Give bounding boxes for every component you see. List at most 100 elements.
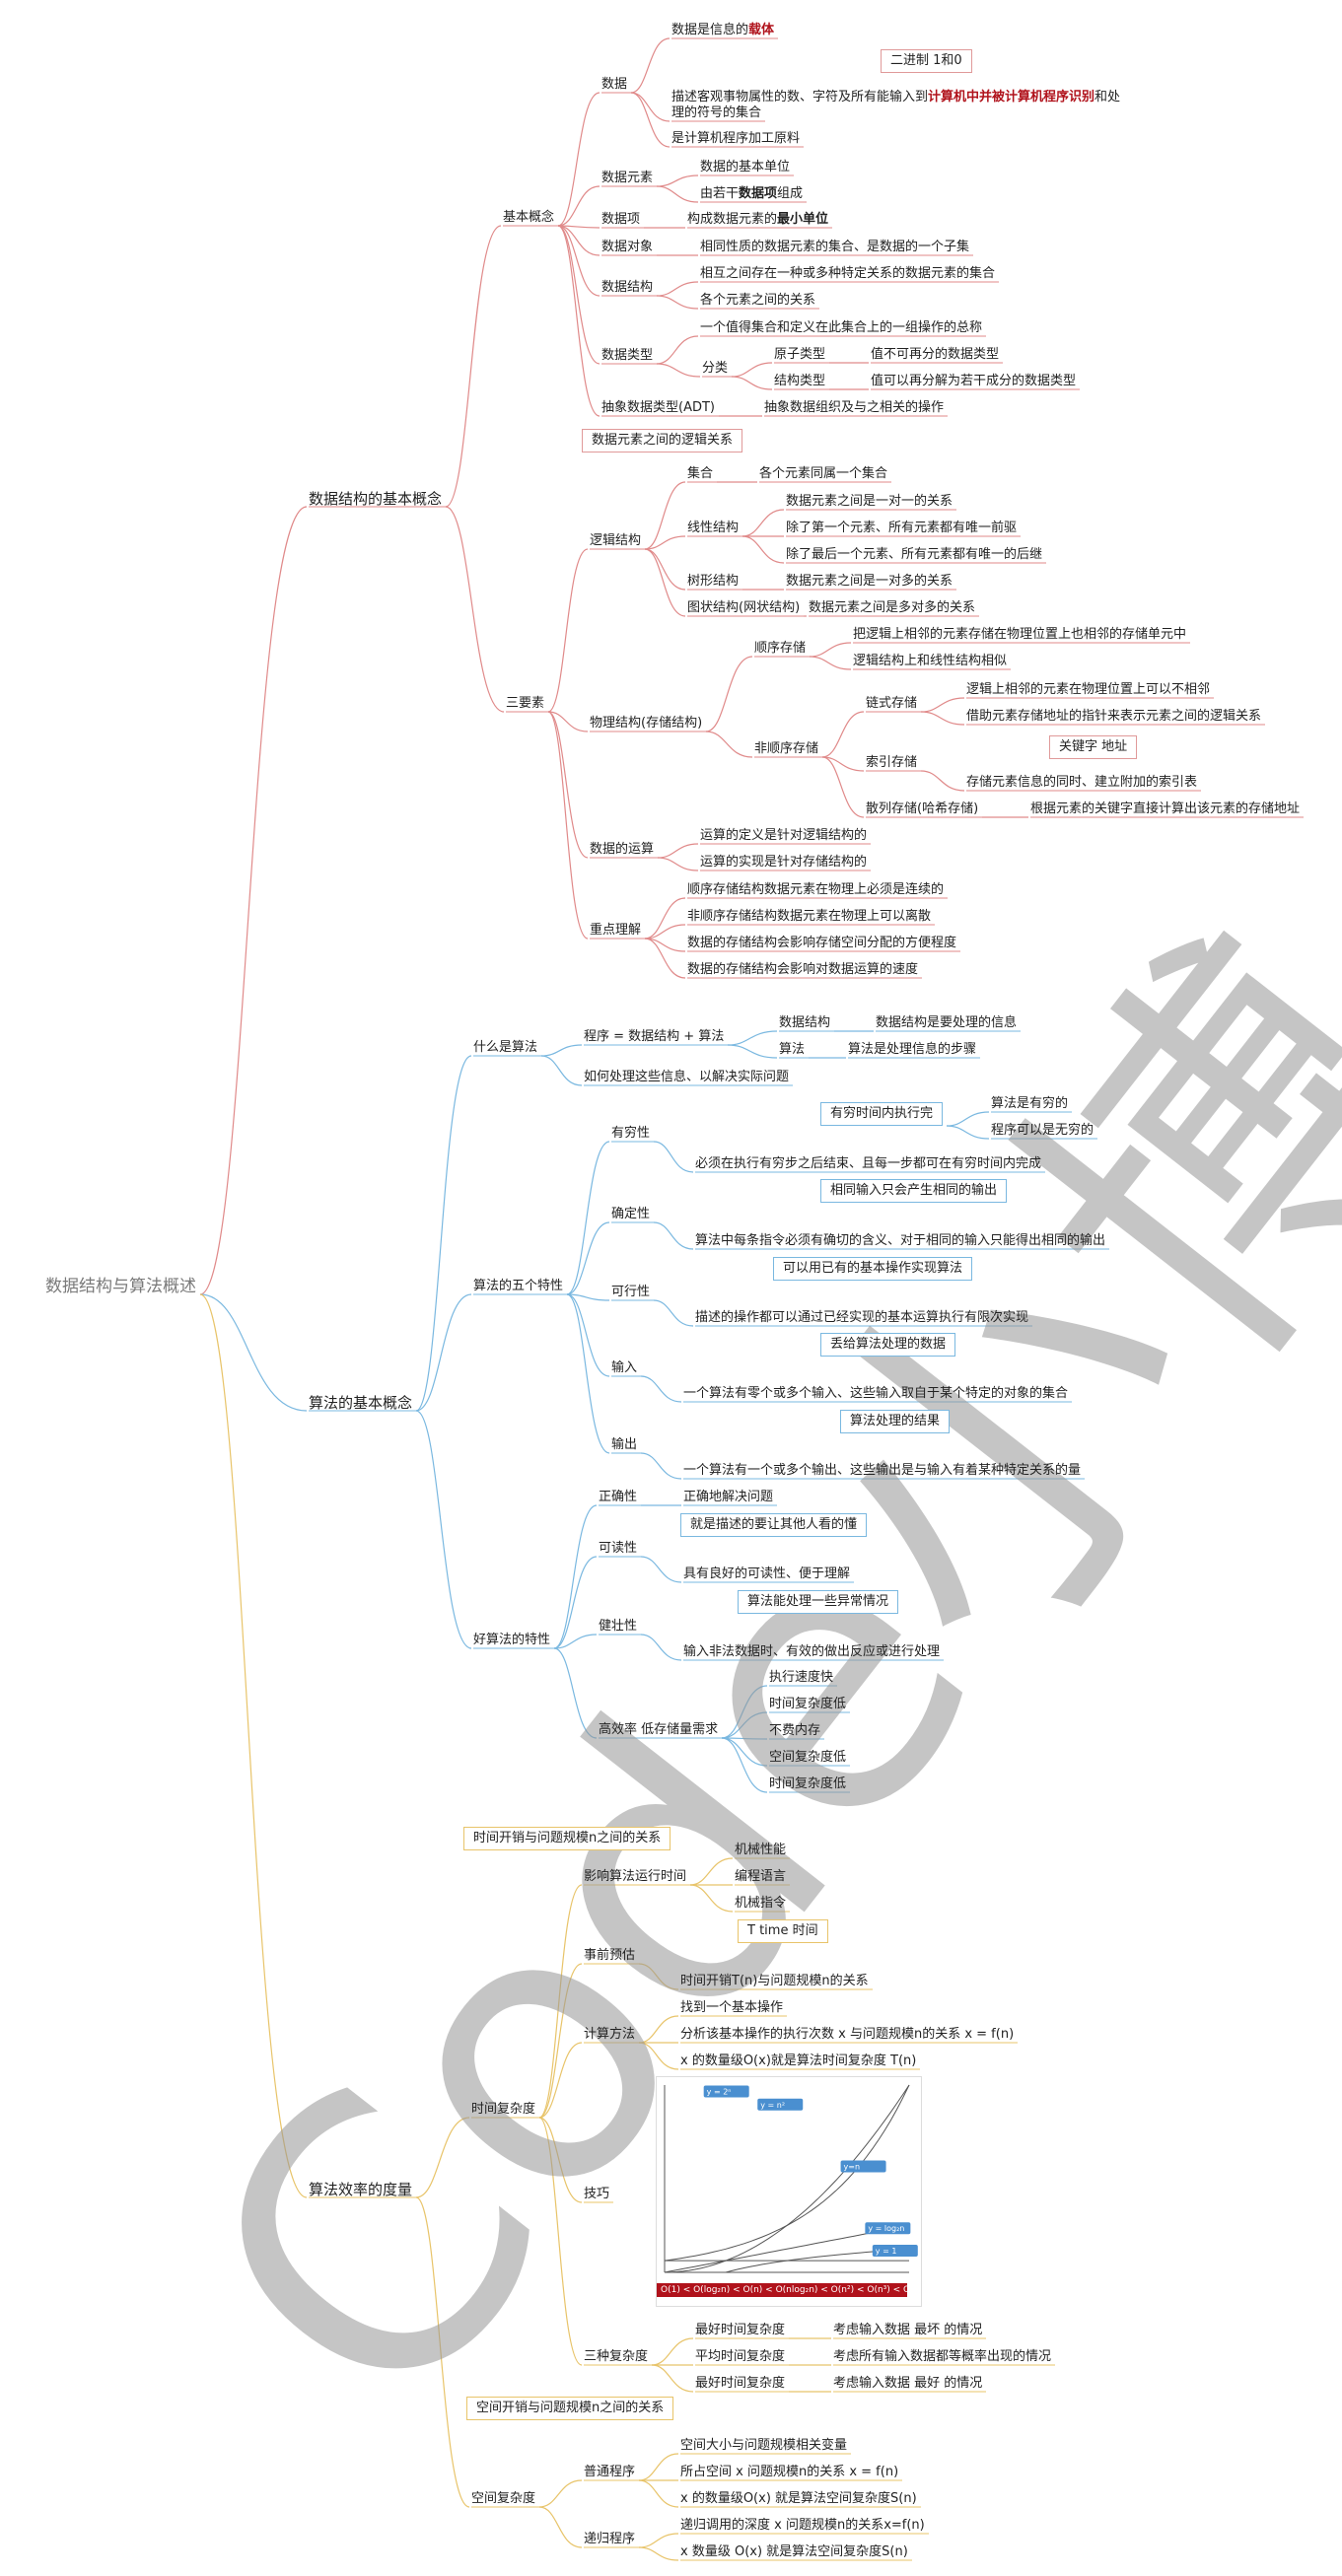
s1-title[interactable]: 数据结构的基本概念 [309, 490, 443, 508]
linked-storage[interactable]: 链式存储 [866, 696, 918, 711]
elem-items[interactable]: 由若干数据项组成 [700, 186, 804, 201]
non-sequential-storage[interactable]: 非顺序存储 [754, 741, 819, 756]
key-2[interactable]: 非顺序存储结构数据元素在物理上可以离散 [687, 909, 932, 924]
output-box[interactable]: 算法处理的结果 [840, 1410, 951, 1433]
data-raw-material[interactable]: 是计算机程序加工原料 [671, 131, 801, 146]
linear-structure[interactable]: 线性结构 [687, 521, 740, 535]
program-equation[interactable]: 程序 = 数据结构 + 算法 [584, 1029, 725, 1044]
normal-2[interactable]: 所占空间 x 问题规模n的关系 x = f(n) [680, 2465, 899, 2479]
how-to-solve[interactable]: 如何处理这些信息、以解决实际问题 [584, 1070, 790, 1084]
node-type[interactable]: 数据类型 [601, 348, 654, 363]
key-4[interactable]: 数据的存储结构会影响对数据运算的速度 [687, 962, 919, 977]
calc-2[interactable]: 分析该基本操作的执行次数 x 与问题规模n的关系 x = f(n) [680, 2027, 1015, 2042]
determinism[interactable]: 确定性 [611, 1207, 651, 1221]
five-properties[interactable]: 算法的五个特性 [473, 1279, 564, 1293]
output[interactable]: 输出 [611, 1437, 638, 1452]
normal-3[interactable]: x 的数量级O(x) 就是算法空间复杂度S(n) [680, 2491, 917, 2506]
binary-box[interactable]: 二进制 1和0 [881, 49, 972, 73]
pre-estimate-def[interactable]: 时间开销T(n)与问题规模n的关系 [680, 1974, 869, 1988]
set-def[interactable]: 各个元素同属一个集合 [759, 466, 888, 481]
readability[interactable]: 可读性 [599, 1541, 638, 1556]
composite-type-def[interactable]: 值可以再分解为若干成分的数据类型 [871, 374, 1077, 388]
input-def[interactable]: 一个算法有零个或多个输入、这些输入取自于某个特定的对象的集合 [683, 1386, 1069, 1401]
ds-node[interactable]: 数据结构 [779, 1015, 831, 1030]
normal-program[interactable]: 普通程序 [584, 2465, 636, 2479]
eff-1[interactable]: 执行速度快 [769, 1670, 834, 1685]
basic-concepts[interactable]: 基本概念 [503, 210, 555, 225]
calc-3[interactable]: x 的数量级O(x)就是算法时间复杂度 T(n) [680, 2054, 917, 2068]
pre-estimate[interactable]: 事前预估 [584, 1948, 636, 1963]
hash-storage[interactable]: 散列存储(哈希存储) [866, 801, 979, 816]
sequential-storage[interactable]: 顺序存储 [754, 641, 807, 656]
linear-1[interactable]: 数据元素之间是一对一的关系 [786, 494, 954, 509]
best-case[interactable]: 最好时间复杂度 [695, 2323, 786, 2337]
eff-5[interactable]: 时间复杂度低 [769, 1776, 847, 1791]
index-def[interactable]: 存储元素信息的同时、建立附加的索引表 [966, 775, 1198, 790]
node-structure[interactable]: 数据结构 [601, 280, 654, 295]
ds-def[interactable]: 数据结构是要处理的信息 [876, 1015, 1018, 1030]
key-3[interactable]: 数据的存储结构会影响存储空间分配的方便程度 [687, 936, 957, 950]
robustness[interactable]: 健壮性 [599, 1619, 638, 1634]
elem-basic-unit[interactable]: 数据的基本单位 [700, 160, 791, 174]
readability-def[interactable]: 具有良好的可读性、便于理解 [683, 1566, 851, 1581]
factor-2[interactable]: 编程语言 [735, 1869, 787, 1884]
recursive-2[interactable]: x 数量级 O(x) 就是算法空间复杂度S(n) [680, 2544, 908, 2559]
time-relation-box[interactable]: 时间开销与问题规模n之间的关系 [463, 1827, 671, 1850]
linear-3[interactable]: 除了最后一个元素、所有元素都有唯一的后继 [786, 547, 1043, 562]
eff-3[interactable]: 不费内存 [769, 1723, 821, 1738]
graph-def[interactable]: 数据元素之间是多对多的关系 [809, 600, 976, 615]
normal-1[interactable]: 空间大小与问题规模相关变量 [680, 2438, 848, 2453]
worst-case[interactable]: 最好时间复杂度 [695, 2376, 786, 2391]
type-def[interactable]: 一个值得集合和定义在此集合上的一组操作的总称 [700, 320, 983, 335]
s2-title[interactable]: 算法的基本概念 [309, 1394, 413, 1412]
key-1[interactable]: 顺序存储结构数据元素在物理上必须是连续的 [687, 882, 945, 897]
physical-structure[interactable]: 物理结构(存储结构) [590, 716, 703, 731]
efficiency[interactable]: 高效率 低存储量需求 [599, 1722, 719, 1737]
finiteness-box[interactable]: 有穷时间内执行完 [820, 1102, 944, 1126]
factor-1[interactable]: 机械性能 [735, 1843, 787, 1857]
determinism-def[interactable]: 算法中每条指令必须有确切的含义、对于相同的输入只能得出相同的输出 [695, 1233, 1106, 1248]
linked-2[interactable]: 借助元素存储地址的指针来表示元素之间的逻辑关系 [966, 709, 1262, 724]
space-relation-box[interactable]: 空间开销与问题规模n之间的关系 [466, 2397, 674, 2420]
node-data[interactable]: 数据 [601, 77, 628, 92]
runtime-factors[interactable]: 影响算法运行时间 [584, 1869, 687, 1884]
worst-case-def[interactable]: 考虑输入数据 最好 的情况 [833, 2376, 983, 2391]
finiteness-a[interactable]: 算法是有穷的 [991, 1096, 1069, 1111]
calc-method[interactable]: 计算方法 [584, 2027, 636, 2042]
tree-structure[interactable]: 树形结构 [687, 574, 740, 589]
key-points[interactable]: 重点理解 [590, 923, 642, 938]
object-def[interactable]: 相同性质的数据元素的集合、是数据的一个子集 [700, 240, 970, 254]
item-min-unit[interactable]: 构成数据元素的最小单位 [687, 212, 829, 227]
best-case-def[interactable]: 考虑输入数据 最坏 的情况 [833, 2323, 983, 2337]
linked-1[interactable]: 逻辑上相邻的元素在物理位置上可以不相邻 [966, 682, 1211, 697]
operation-1[interactable]: 运算的定义是针对逻辑结构的 [700, 828, 868, 843]
what-is-algorithm[interactable]: 什么是算法 [473, 1040, 538, 1055]
s3-title[interactable]: 算法效率的度量 [309, 2181, 413, 2198]
correctness-def[interactable]: 正确地解决问题 [683, 1490, 774, 1504]
node-object[interactable]: 数据对象 [601, 240, 654, 254]
three-complexities[interactable]: 三种复杂度 [584, 2349, 649, 2364]
sequential-2[interactable]: 逻辑结构上和线性结构相似 [853, 654, 1008, 668]
input[interactable]: 输入 [611, 1360, 638, 1375]
node-adt[interactable]: 抽象数据类型(ADT) [601, 400, 715, 415]
tips[interactable]: 技巧 [584, 2187, 610, 2201]
robustness-def[interactable]: 输入非法数据时、有效的做出反应或进行处理 [683, 1644, 941, 1659]
operation-2[interactable]: 运算的实现是针对存储结构的 [700, 855, 868, 870]
good-algorithm[interactable]: 好算法的特性 [473, 1633, 551, 1647]
factor-3[interactable]: 机械指令 [735, 1896, 787, 1911]
correctness[interactable]: 正确性 [599, 1490, 638, 1504]
sequential-1[interactable]: 把逻辑上相邻的元素存储在物理位置上也相邻的存储单元中 [853, 627, 1187, 642]
alg-def[interactable]: 算法是处理信息的步骤 [848, 1042, 977, 1057]
key-address-box[interactable]: 关键字 地址 [1049, 735, 1138, 759]
finiteness[interactable]: 有穷性 [611, 1126, 651, 1141]
composite-type[interactable]: 结构类型 [774, 374, 826, 388]
data-operation[interactable]: 数据的运算 [590, 842, 655, 857]
calc-1[interactable]: 找到一个基本操作 [680, 2000, 784, 2015]
feasibility-def[interactable]: 描述的操作都可以通过已经实现的基本运算执行有限次实现 [695, 1310, 1029, 1325]
feasibility-box[interactable]: 可以用已有的基本操作实现算法 [773, 1257, 973, 1281]
atomic-type[interactable]: 原子类型 [774, 347, 826, 362]
finiteness-b[interactable]: 程序可以是无穷的 [991, 1123, 1095, 1138]
avg-case-def[interactable]: 考虑所有输入数据都等概率出现的情况 [833, 2349, 1052, 2364]
space-complexity[interactable]: 空间复杂度 [471, 2491, 536, 2506]
eff-4[interactable]: 空间复杂度低 [769, 1750, 847, 1765]
